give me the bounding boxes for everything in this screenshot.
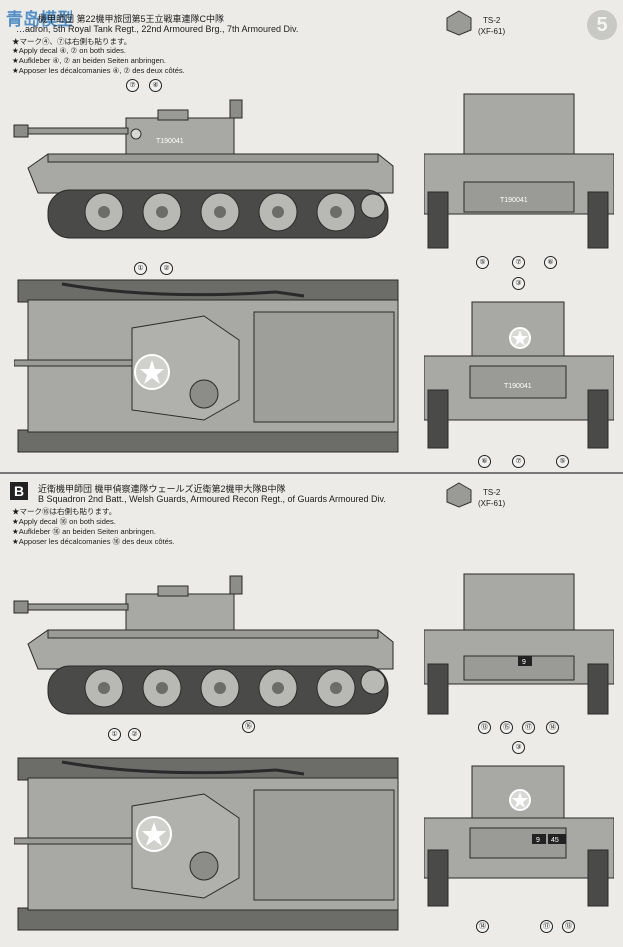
callout-5-rear: ⑤ [476,256,489,269]
tank-front-view: 9 45 [424,765,614,907]
callout-1-top: ① [134,262,147,275]
callout-14-front: ⑭ [476,920,489,933]
rear-plate-number: 9 [522,659,526,666]
section-b-note-en: ★Apply decal ⑯ on both sides. [12,517,116,526]
section-a-note-de: ★Aufkleber ④, ⑦ an beiden Seiten anbring… [12,56,167,65]
watermark-text: 青岛模型 [6,9,72,29]
paint-code: TS-2 [483,488,501,497]
tank-side-view [13,575,394,715]
callout-1-top: ① [108,728,121,741]
callout-13-rear: ⑬ [478,721,491,734]
tank-rear-view: T190041 [424,93,614,249]
tank-top-view [14,757,399,931]
section-b-title-jp: 近衛機甲師団 機甲偵察連隊ウェールズ近衛第2機甲大隊B中隊 [38,484,286,494]
section-b: B 近衛機甲師団 機甲偵察連隊ウェールズ近衛第2機甲大隊B中隊 B Squadr… [0,478,623,947]
paint-code-sub: (XF-61) [478,27,506,36]
tank-rear-view: 9 [424,573,614,715]
front-plate-number: 9 [536,837,540,844]
callout-6-front: ⑥ [478,455,491,468]
section-a-note-jp: ★マーク④、⑦は右側も貼ります。 [12,37,132,46]
callout-14-rear: ⑭ [546,721,559,734]
section-a-title-en: …adron, 5th Royal Tank Regt., 22nd Armou… [16,24,299,34]
callout-2-top: ② [160,262,173,275]
callout-2-top: ② [128,728,141,741]
tank-front-view: T190041 [424,301,614,449]
callout-3-front: ③ [512,277,525,290]
roundel-icon [130,128,142,140]
callout-5-front: ⑤ [556,455,569,468]
callout-13-front: ⑬ [562,920,575,933]
callout-7-rear: ⑦ [512,256,525,269]
section-b-note-jp: ★マーク⑯は右側も貼ります。 [12,507,117,516]
rear-serial-text: T190041 [500,197,528,204]
paint-code: TS-2 [483,16,501,25]
front-serial-text: T190041 [504,383,532,390]
section-letter: B [10,482,28,500]
callout-7-side: ⑦ [126,79,139,92]
front-plate-number-2: 45 [551,837,559,844]
section-divider [0,472,623,474]
callout-15-rear: ⑮ [500,721,513,734]
callout-17-front: ⑰ [540,920,553,933]
section-b-title-en: B Squadron 2nd Batt., Welsh Guards, Armo… [38,494,386,504]
tank-side-view: T190041 [13,99,394,239]
callout-6-rear: ⑥ [544,256,557,269]
section-a-note-fr: ★Apposer les décalcomanies ④, ⑦ des deux… [12,66,185,75]
tank-top-view [14,279,399,453]
section-b-note-de: ★Aufkleber ⑯ an beiden Seiten anbringen. [12,527,156,536]
callout-4-side: ④ [149,79,162,92]
callout-16-side: ⑯ [242,720,255,733]
section-b-note-fr: ★Apposer les décalcomanies ⑯ des deux cô… [12,537,175,546]
callout-17-rear: ⑰ [522,721,535,734]
page-number: 5 [587,10,617,40]
watermark-logo: 青岛模型 [6,9,72,29]
paint-code-sub: (XF-61) [478,499,506,508]
side-serial-text: T190041 [156,138,184,145]
section-a-note-en: ★Apply decal ④, ⑦ on both sides. [12,46,126,55]
section-a-title-jp: 機甲師団 第22機甲旅団第5王立戦車連隊C中隊 [38,14,225,24]
section-a: 機甲師団 第22機甲旅団第5王立戦車連隊C中隊 …adron, 5th Roya… [0,0,623,470]
callout-3-front: ③ [512,741,525,754]
paint-chip-icon [446,10,472,36]
callout-7-front: ⑦ [512,455,525,468]
paint-chip-icon [446,482,472,508]
